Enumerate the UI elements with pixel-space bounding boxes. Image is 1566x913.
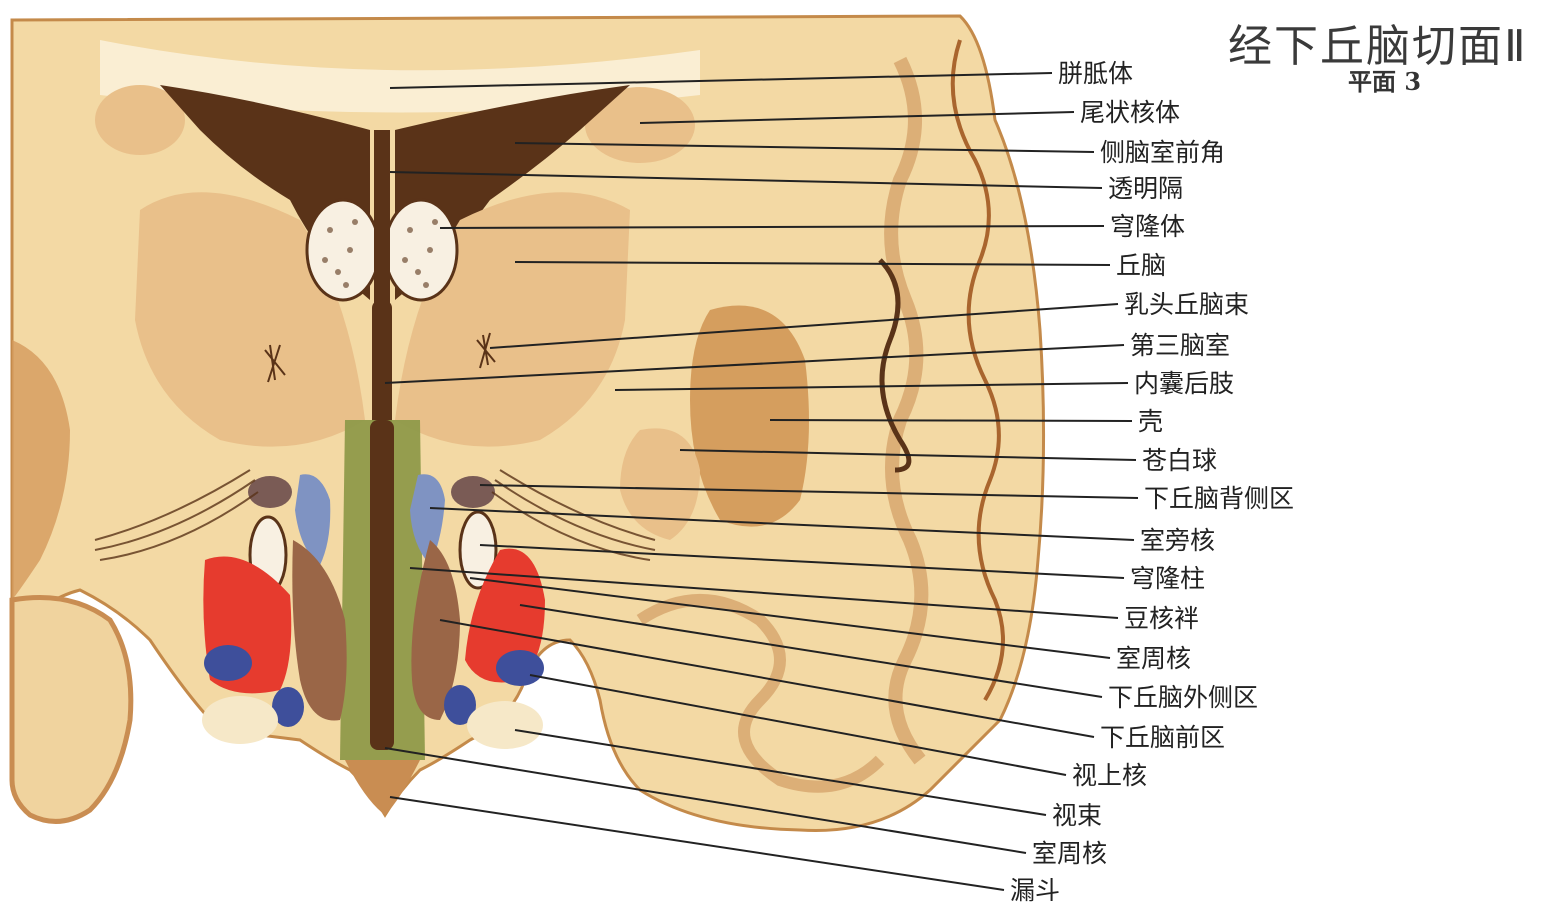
structure-label: 壳: [1138, 407, 1163, 436]
structure-label: 视束: [1052, 801, 1102, 830]
blue-nucleus-left-1: [204, 645, 252, 681]
structure-label: 下丘脑背侧区: [1144, 484, 1294, 513]
page-subtitle: 平面 3: [1348, 62, 1421, 97]
structure-label: 丘脑: [1116, 251, 1166, 280]
structure-label: 下丘脑前区: [1100, 723, 1225, 752]
structure-label: 穹隆体: [1110, 212, 1185, 241]
structure-label: 下丘脑外侧区: [1108, 683, 1258, 712]
structure-label: 第三脑室: [1130, 331, 1230, 360]
structure-label: 透明隔: [1108, 174, 1183, 203]
septum-shape: [374, 130, 390, 305]
blue-nucleus-right-1: [496, 650, 544, 686]
structure-label: 豆核袢: [1124, 604, 1199, 633]
structure-label: 乳头丘脑束: [1124, 290, 1249, 319]
third-ventricle-lower: [370, 420, 394, 750]
optic-tract-left: [202, 696, 278, 744]
fornix-body-right: [385, 200, 457, 300]
optic-tract-right: [467, 701, 543, 749]
structure-label: 室周核: [1032, 839, 1107, 868]
structure-label: 内囊后肢: [1134, 369, 1234, 398]
structure-label: 胼胝体: [1058, 59, 1133, 88]
structure-label: 穹隆柱: [1130, 564, 1205, 593]
structure-label: 室周核: [1116, 644, 1191, 673]
structure-label: 室旁核: [1140, 526, 1215, 555]
putamen-shape: [690, 306, 809, 527]
structure-label: 苍白球: [1142, 446, 1217, 475]
structure-label: 侧脑室前角: [1100, 138, 1225, 167]
structure-label: 视上核: [1072, 761, 1147, 790]
leader-line: [770, 420, 1132, 421]
structure-label: 漏斗: [1010, 876, 1060, 905]
structure-label: 尾状核体: [1080, 98, 1180, 127]
dorsal-hypothalamic-right: [451, 476, 495, 508]
